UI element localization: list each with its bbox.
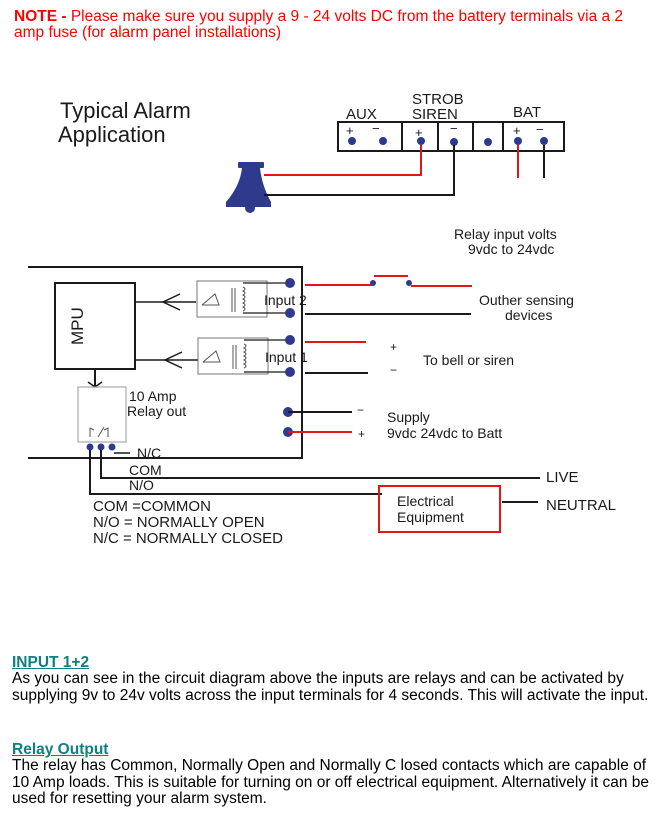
aux-label: AUX — [346, 106, 377, 123]
switch-dot — [370, 280, 376, 286]
other-sensing-devices-label: devices — [505, 307, 552, 323]
note-label: NOTE - — [14, 8, 67, 25]
relay-output-section: Relay Output The relay has Common, Norma… — [12, 741, 652, 808]
bat-label: BAT — [513, 104, 541, 121]
relay-output-heading: Relay Output — [12, 741, 109, 758]
input1-negative-terminal — [285, 367, 295, 377]
siren-positive-wire — [264, 145, 422, 176]
no-wire — [89, 450, 382, 495]
supply-label: Supply — [387, 409, 430, 425]
to-bell-label: To bell or siren — [423, 352, 514, 368]
input2-label: Input 2 — [264, 292, 307, 308]
aux-minus: − — [372, 121, 380, 136]
relay-out-box — [77, 386, 127, 443]
input-section-heading: INPUT 1+2 — [12, 654, 90, 671]
arrow-icon — [161, 293, 181, 311]
supply-minus: − — [357, 403, 364, 417]
relay-com-terminal — [97, 443, 105, 451]
com-label: COM — [129, 462, 162, 478]
siren-plus: + — [415, 125, 423, 140]
wiring-diagram: Typical Alarm Application AUX STROB SIRE… — [28, 91, 616, 547]
arrow-icon — [163, 351, 183, 369]
input2-relay — [196, 280, 290, 318]
terminal-dot — [417, 137, 425, 145]
supply-range-label: 9vdc 24vdc to Batt — [387, 425, 502, 441]
installation-note: NOTE - Please make sure you supply a 9 -… — [14, 9, 654, 41]
input1-relay — [197, 337, 290, 375]
electrical-equipment-box — [378, 485, 501, 533]
siren-negative-wire — [264, 145, 455, 196]
equipment-label-line2: Equipment — [397, 509, 464, 525]
legend-no: N/O = NORMALLY OPEN — [93, 514, 265, 531]
no-label: N/O — [129, 477, 154, 493]
com-wire — [100, 450, 540, 479]
bell-minus: − — [390, 363, 397, 377]
input2-positive-terminal — [285, 278, 295, 288]
relay-out-amp-label: 10 Amp — [129, 388, 177, 404]
terminal-dot — [514, 137, 522, 145]
relay-no-terminal — [86, 443, 94, 451]
aux-plus: + — [346, 123, 354, 138]
input-section: INPUT 1+2 As you can see in the circuit … — [12, 654, 652, 704]
strob-label: STROB — [412, 91, 464, 108]
bat-minus: − — [536, 122, 544, 137]
switch-dot — [406, 280, 412, 286]
equipment-label-line1: Electrical — [397, 493, 454, 509]
bat-plus: + — [513, 123, 521, 138]
note-text: Please make sure you supply a 9 - 24 vol… — [14, 8, 624, 41]
bell-plus: + — [390, 340, 397, 354]
neutral-label: NEUTRAL — [546, 497, 616, 514]
nc-label: N/C — [137, 445, 161, 461]
terminal-dot — [450, 138, 458, 146]
input-section-body: As you can see in the circuit diagram ab… — [12, 670, 649, 704]
relay-out-label: Relay out — [127, 403, 186, 419]
board-outline — [28, 266, 303, 459]
diagram-title-line2: Application — [58, 122, 166, 147]
terminal-dot — [379, 137, 387, 145]
relay-input-volts-label: Relay input volts — [454, 226, 557, 242]
relay-output-body: The relay has Common, Normally Open and … — [12, 757, 649, 807]
live-label: LIVE — [546, 469, 579, 486]
other-sensing-label: Outher sensing — [479, 292, 574, 308]
mpu-box — [54, 282, 136, 370]
mpu-label: MPU — [68, 307, 87, 345]
terminal-dot — [484, 138, 492, 146]
siren-minus: − — [450, 121, 458, 136]
relay-input-range-label: 9vdc to 24vdc — [468, 241, 554, 257]
input2-negative-terminal — [285, 308, 295, 318]
terminal-dot — [540, 137, 548, 145]
diagram-title-line1: Typical Alarm — [60, 98, 191, 123]
siren-label: SIREN — [412, 106, 458, 123]
terminal-block — [337, 121, 565, 152]
bell-icon — [226, 162, 271, 213]
terminal-dot — [348, 137, 356, 145]
input1-positive-terminal — [285, 335, 295, 345]
relay-nc-terminal — [108, 443, 116, 451]
legend-com: COM =COMMON — [93, 498, 211, 515]
supply-plus: + — [358, 427, 365, 441]
input1-label: Input 1 — [265, 349, 308, 365]
legend-nc: N/C = NORMALLY CLOSED — [93, 530, 283, 547]
